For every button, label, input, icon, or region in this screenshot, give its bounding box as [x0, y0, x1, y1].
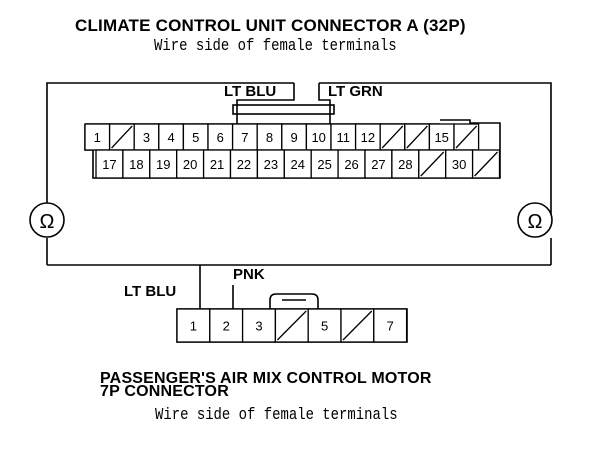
- top-row2-cell-12: [391, 149, 420, 179]
- top-row2-label-2: 18: [129, 157, 143, 172]
- wire-label-lt-grn-top: LT GRN: [328, 83, 383, 100]
- top-row2-label-9: 25: [317, 157, 331, 172]
- bottom-blank-mark-6: [342, 310, 373, 341]
- top-row1-label-5: 5: [192, 130, 199, 145]
- bottom-label-5: 5: [321, 319, 328, 334]
- top-row2-label-11: 27: [371, 157, 385, 172]
- wire-label-lt-blu-top: LT BLU: [224, 83, 277, 100]
- top-row1-cell-15: [428, 123, 455, 151]
- top-row1-label-7: 7: [241, 130, 248, 145]
- top-row1-cell-12: [354, 123, 381, 151]
- top-row2-cell-10: [337, 149, 366, 179]
- top-row2-label-1: 17: [102, 157, 116, 172]
- top-row2-cell-3: [149, 149, 178, 179]
- top-row1-label-9: 9: [290, 130, 297, 145]
- top-row2-label-4: 20: [183, 157, 197, 172]
- top-row1-label-10: 10: [311, 130, 325, 145]
- top-row1-label-11: 11: [337, 130, 351, 145]
- top-row2-cell-1: [95, 149, 124, 179]
- bottom-blank-mark-4: [276, 310, 307, 341]
- top-row1-cell-10: [305, 123, 332, 151]
- top-row1-label-12: 12: [361, 130, 375, 145]
- bottom-label-3: 3: [255, 319, 262, 334]
- top-row2-label-12: 28: [398, 157, 412, 172]
- bottom-cell-1: [176, 308, 211, 343]
- top-row2-blank-mark-15: [474, 151, 498, 177]
- bottom-label-7: 7: [387, 319, 394, 334]
- wire-lt-grn-top: [318, 83, 331, 124]
- top-row1-cell-5: [182, 123, 209, 151]
- bottom-connector-cells: 1 2 3 5 7: [176, 308, 408, 343]
- top-row2-label-7: 23: [264, 157, 278, 172]
- top-row2-blank-mark-13: [420, 151, 445, 177]
- top-row2-cell-14: [445, 149, 474, 179]
- top-row1-label-4: 4: [167, 130, 174, 145]
- top-row1-blank-mark-13: [381, 125, 404, 149]
- top-row2-label-10: 26: [344, 157, 358, 172]
- top-row1-cell-11: [330, 123, 357, 151]
- wire-label-lt-blu-bottom: LT BLU: [124, 283, 177, 300]
- wire-label-pnk: PNK: [233, 266, 265, 283]
- top-row2-label-14: 30: [452, 157, 466, 172]
- top-row1-cell-8: [256, 123, 283, 151]
- bottom-label-1: 1: [190, 319, 197, 334]
- top-housing-outline: [46, 82, 294, 220]
- bottom-label-2: 2: [223, 319, 230, 334]
- top-connector-title: CLIMATE CONTROL UNIT CONNECTOR A (32P): [75, 16, 466, 35]
- top-row2-label-8: 24: [291, 157, 305, 172]
- top-connector-row1: 1 3 4 5 6 7 8 9 10 11 12 15: [84, 123, 480, 151]
- top-connector-subtitle: Wire side of female terminals: [154, 37, 397, 56]
- top-row1-blank-mark-16: [455, 125, 478, 149]
- top-row2-cell-7: [256, 149, 285, 179]
- top-row1-blank-mark-2: [111, 125, 133, 149]
- bottom-cell-5: [307, 308, 342, 343]
- bottom-connector-title-line1: PASSENGER'S AIR MIX CONTROL MOTOR: [100, 370, 432, 387]
- top-row2-cell-5: [202, 149, 232, 179]
- wire-lt-blu-top: [236, 83, 295, 124]
- top-row2-cell-8: [283, 149, 312, 179]
- top-row2-cell-6: [229, 149, 259, 179]
- top-row1-cell-7: [231, 123, 258, 151]
- top-row2-label-5: 21: [210, 157, 224, 172]
- top-row2-label-6: 22: [237, 157, 251, 172]
- ground-symbol-left-glyph: Ω: [40, 211, 55, 233]
- top-row1-label-8: 8: [266, 130, 273, 145]
- bottom-cell-2: [209, 308, 244, 343]
- ground-symbol-right-glyph: Ω: [528, 211, 543, 233]
- bottom-cell-7: [373, 308, 408, 343]
- top-lock-tab: [232, 104, 335, 115]
- bottom-cell-3: [241, 308, 277, 343]
- bottom-lock-tab: [269, 293, 319, 309]
- top-row1-label-6: 6: [217, 130, 224, 145]
- top-connector-row2: 17 18 19 20 21 22 23 24 25 26 27 28 30: [95, 149, 501, 179]
- bottom-connector-title-line2: 7P CONNECTOR: [100, 383, 229, 400]
- bottom-connector-subtitle: Wire side of female terminals: [155, 406, 398, 425]
- top-row1-label-1: 1: [94, 130, 101, 145]
- ground-symbol-left: Ω: [29, 202, 65, 238]
- top-row2-cell-4: [176, 149, 205, 179]
- top-row1-blank-mark-14: [406, 125, 428, 149]
- ground-symbol-right: Ω: [517, 202, 553, 238]
- top-row1-label-3: 3: [143, 130, 150, 145]
- top-row2-label-3: 19: [156, 157, 170, 172]
- top-row1-cell-3: [133, 123, 160, 151]
- top-housing-outline-right: [319, 82, 552, 220]
- top-row1-label-15: 15: [434, 130, 448, 145]
